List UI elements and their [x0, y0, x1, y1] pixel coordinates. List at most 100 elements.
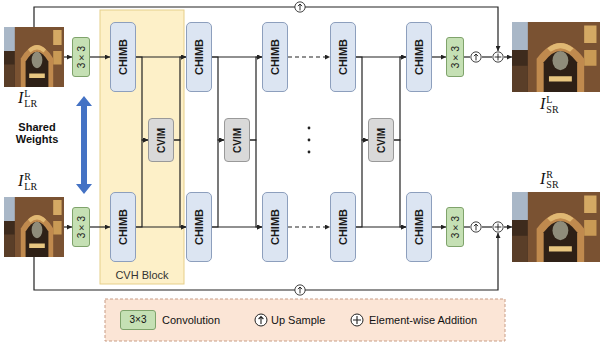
flow-connector	[174, 57, 186, 140]
symbol-base: I	[540, 170, 545, 187]
symbol-glyph	[259, 317, 264, 325]
block-title: CVH Block	[115, 269, 168, 281]
symbol-superscript: L	[546, 95, 558, 105]
module-label: CVIM	[376, 128, 387, 153]
legend-text: Element-wise Addition	[369, 313, 477, 327]
flow-connector	[212, 57, 224, 140]
module-label: CHIMB	[269, 209, 281, 245]
flow-connector	[394, 140, 406, 227]
conv-box: 3×3	[72, 207, 90, 247]
symbol-base: I	[18, 172, 23, 189]
module-label: CHIMB	[269, 39, 281, 75]
chimb-module: CHIMB	[330, 192, 356, 262]
flow-connector	[212, 226, 262, 227]
chimb-module: CHIMB	[186, 22, 212, 92]
output-images	[512, 22, 600, 262]
symbol-indices: RSR	[546, 170, 558, 190]
operator-symbols	[295, 2, 503, 295]
symbol-subscript: LR	[24, 182, 37, 192]
flow-connector	[212, 140, 224, 227]
flow-connector	[356, 56, 406, 57]
annotation-text: Shared Weights	[2, 121, 72, 145]
flow-connector	[288, 226, 330, 227]
conv-box: 3×3	[72, 37, 90, 77]
art-path	[482, 226, 492, 227]
flow-connector	[174, 140, 186, 227]
block-band-fill	[100, 10, 184, 284]
flow-connector	[136, 56, 186, 57]
skip-paths	[34, 7, 512, 290]
conv-box: 3×3	[446, 37, 464, 77]
art-use	[295, 2, 305, 12]
conv-box: 3×3	[446, 207, 464, 247]
module-label: 3×3	[450, 46, 461, 68]
art-use	[4, 197, 64, 257]
module-label: CHIMB	[337, 209, 349, 245]
chimb-module: CHIMB	[406, 22, 432, 92]
flow-connector	[250, 140, 262, 227]
chimb-module: CHIMB	[110, 22, 136, 92]
shared-weights-arrow	[76, 96, 92, 194]
image-symbol: IRLR	[18, 172, 37, 192]
art-use	[493, 222, 503, 232]
symbol-base: I	[540, 95, 545, 112]
legend-sample-text: 3×3	[120, 314, 156, 325]
art-path	[504, 56, 512, 57]
symbol-indices: RLR	[24, 172, 37, 192]
symbol-indices: LLR	[24, 89, 37, 109]
art-use	[512, 192, 600, 262]
symbol-subscript: LR	[24, 99, 37, 109]
legend-text: Convolution	[162, 313, 220, 327]
art-circle	[308, 139, 311, 142]
legend-text: Up Sample	[271, 313, 325, 327]
chimb-module: CHIMB	[330, 22, 356, 92]
chimb-module: CHIMB	[406, 192, 432, 262]
module-label: CVIM	[232, 128, 243, 153]
flow-connector	[356, 140, 368, 227]
image-symbol: ILSR	[540, 95, 559, 115]
art-path	[464, 226, 470, 227]
flow-connector	[356, 226, 406, 227]
module-label: 3×3	[76, 46, 87, 68]
art-use	[295, 285, 305, 295]
symbol-ring	[351, 314, 363, 326]
continuation-dots	[308, 127, 311, 154]
flow-connector	[136, 226, 186, 227]
flow-connector	[432, 56, 446, 57]
flow-connector	[212, 56, 262, 57]
flow-connector	[288, 56, 330, 57]
flow-connector	[356, 57, 368, 140]
art-path	[504, 226, 512, 227]
symbol-indices: LSR	[546, 95, 558, 115]
symbol-superscript: R	[546, 170, 558, 180]
module-label: CHIMB	[413, 39, 425, 75]
art-use	[471, 222, 481, 232]
flow-connector	[136, 140, 148, 227]
module-label: 3×3	[450, 216, 461, 238]
flow-connector	[394, 57, 406, 140]
chimb-module: CHIMB	[186, 192, 212, 262]
art-use	[471, 52, 481, 62]
symbol-base: I	[18, 89, 23, 106]
art-path	[64, 56, 72, 57]
legend-frame	[105, 299, 505, 341]
module-label: CVIM	[156, 128, 167, 153]
art-use	[4, 27, 64, 87]
flow-connector	[90, 56, 110, 57]
flow-connector	[136, 57, 148, 140]
addition-symbol	[350, 313, 364, 327]
art-circle	[308, 151, 311, 154]
symbol-ring	[255, 314, 267, 326]
art-path	[482, 56, 492, 57]
symbol-subscript: SR	[546, 180, 558, 190]
chimb-module: CHIMB	[262, 22, 288, 92]
module-label: CHIMB	[193, 39, 205, 75]
cvim-module: CVIM	[368, 118, 394, 162]
cvim-module: CVIM	[148, 118, 174, 162]
flow-connector	[90, 226, 110, 227]
cvim-module: CVIM	[224, 118, 250, 162]
block-band: CVH BlockCHIMBCVIMCHIMB	[100, 10, 184, 284]
